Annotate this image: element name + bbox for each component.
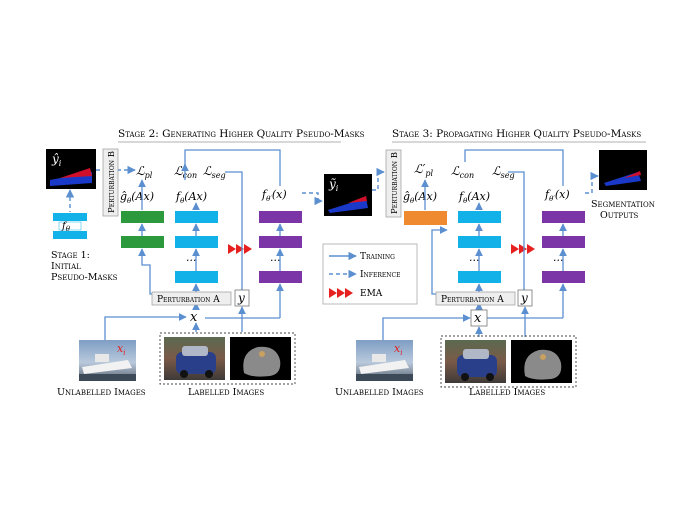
segmentation-outputs-label-1: Segmentation [591, 199, 655, 210]
stage3-labelled-frame [440, 335, 577, 388]
stage3-x-box [470, 309, 488, 327]
stage1-block-top [53, 213, 87, 221]
stage3-y: y [520, 291, 528, 305]
stage3-labelled-mask [511, 340, 572, 383]
stage3-inference-arrow [585, 171, 599, 194]
stage3-purple-block-2 [542, 236, 585, 248]
legend-ema: EMA [360, 289, 383, 299]
segmentation-outputs-label-2: Outputs [600, 210, 639, 221]
stage2-unlabelled-image [79, 340, 136, 381]
stage3-labelled-photo [445, 340, 506, 383]
stage2-perturbation-b: Perturbation B [107, 151, 117, 213]
stage3-loss-pl: ℒ′pl [414, 162, 433, 178]
stage3-orange-block [404, 211, 447, 225]
stage2-purple-block-1 [259, 211, 302, 223]
stage2-blue-block-3 [175, 271, 218, 283]
stage2-loss-seg: ℒseg [203, 164, 226, 180]
stage2-labelled-label: Labelled Images [188, 387, 264, 398]
stage2-ema-arrows [228, 244, 252, 254]
legend-ema-arrows [329, 288, 353, 298]
stage3-perturbation-b-box [385, 149, 402, 218]
stage2-xi: xi [117, 342, 125, 357]
stage2-loss-con: ℒcon [174, 164, 197, 180]
stage3-purple-block-1 [542, 211, 585, 223]
stage1-yhat-label: ŷi [51, 152, 62, 168]
legend-inference: Inference [360, 270, 400, 280]
ytilde-label: ỹi [328, 177, 339, 193]
pseudo-mask-ytilde-thumbnail [324, 174, 372, 216]
stage3-unlabelled-image [356, 340, 413, 381]
stage3-loss-con: ℒcon [451, 164, 474, 180]
stage1-mask-thumbnail [46, 149, 96, 189]
stage2-blue-block-1 [175, 211, 218, 223]
stage3-x: x [474, 311, 482, 326]
stage1-label-3: Pseudo-Masks [51, 272, 118, 283]
stage2-x: x [190, 310, 198, 325]
stage2-labelled-frame [159, 332, 296, 385]
stage1-block-mid [58, 221, 82, 231]
stage2-purple-block-2 [259, 236, 302, 248]
stage3-blue-block-2 [458, 236, 501, 248]
stage1-ftheta: fθ [61, 221, 71, 233]
stage3-unlabelled-label: Unlabelled Images [335, 387, 424, 398]
stage2-input-arrows [104, 306, 246, 340]
stage3-fthetaprime-x: fθ′(x) [544, 188, 570, 203]
stage2-labelled-photo [164, 337, 225, 380]
stage3-blue-block-3 [458, 271, 501, 283]
stage3-purple-block-3 [542, 271, 585, 283]
stage2-blue-dots: ··· [186, 254, 197, 267]
stage1-block-bottom [53, 231, 87, 239]
stage3-labelled-label: Labelled Images [469, 387, 545, 398]
stage3-ftheta-ax: fθ(Ax) [458, 190, 490, 205]
stage2-fthetaprime-x: fθ′(x) [261, 188, 287, 203]
stage2-perturbation-a: Perturbation A [157, 295, 220, 305]
stage3-perturbation-a-box [435, 291, 516, 306]
stage2-labelled-mask [230, 337, 291, 380]
stage3-input-arrows [382, 306, 529, 340]
stage3-loss-seg: ℒseg [492, 164, 515, 180]
stage1-label-2: Initial [51, 261, 81, 272]
stage2-green-block-1 [121, 211, 164, 223]
stage2-purple-block-3 [259, 271, 302, 283]
stage3-ghat-ax: ĝθ(Ax) [403, 190, 437, 205]
stage2-blue-block-2 [175, 236, 218, 248]
stage1-label-1: Stage 1: [51, 250, 90, 261]
stage3-perturbation-a: Perturbation A [441, 295, 504, 305]
stage2-ghat-ax: ĝθ(Ax) [120, 190, 154, 205]
ytilde-to-stage3-arrow [372, 167, 385, 191]
stage2-perturbation-b-box [102, 148, 119, 217]
stage2-ftheta-ax: fθ(Ax) [175, 190, 207, 205]
stage3-xi: xi [394, 342, 402, 357]
stage2-purple-dots: ··· [270, 254, 281, 267]
stage3-y-box [517, 289, 533, 307]
segmentation-output-thumbnail [599, 150, 647, 190]
stage2-inference-arrow [302, 192, 323, 206]
stage3-ema-arrows [511, 244, 535, 254]
stage2-y: y [237, 291, 245, 305]
stage2-perturbation-a-box [151, 291, 232, 306]
stage3-perturbation-b: Perturbation B [390, 152, 400, 214]
stage2-title: Stage 2: Generating Higher Quality Pseud… [118, 128, 365, 140]
stage3-blue-dots: ··· [469, 254, 480, 267]
stage3-blue-block-1 [458, 211, 501, 223]
stage2-unlabelled-label: Unlabelled Images [57, 387, 146, 398]
stage3-title: Stage 3: Propagating Higher Quality Pseu… [392, 128, 641, 140]
stage2-green-block-2 [121, 236, 164, 248]
stage3-purple-dots: ··· [553, 254, 564, 267]
legend-training: Training [360, 252, 395, 262]
stage2-y-box [234, 289, 250, 307]
stage2-loss-pl: ℒpl [136, 164, 153, 180]
